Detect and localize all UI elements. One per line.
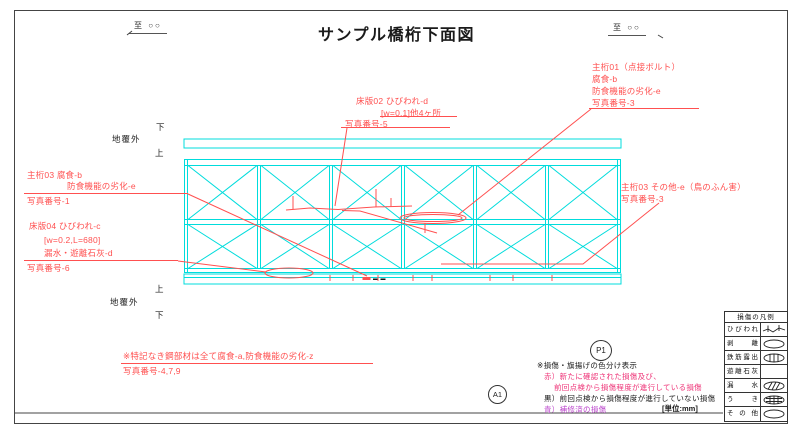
- ellipse-grid-hatch-icon: [761, 393, 787, 406]
- annotation-slab02-line1: 床版02 ひびわれ-d: [356, 96, 429, 106]
- annotation-slab02-line2: [w=0.1]他4ヶ所: [381, 108, 442, 118]
- damage-legend-table: 損傷の凡例 ひびわれ 剥離 鉄筋露出 遊離石灰 漏水: [724, 311, 788, 422]
- ellipse-icon: [761, 337, 787, 350]
- annotation-slab04-line2: [w=0.2,L=680]: [44, 235, 101, 245]
- legend-row-water-leak: 漏水: [725, 379, 787, 393]
- legend-label: 遊離石灰: [725, 365, 761, 378]
- color-note-heading: ※損傷・旗揚げの色分け表示: [537, 361, 638, 370]
- flag-line-slab02-b: [341, 127, 450, 128]
- edge-label-bottom-down: 下: [155, 310, 165, 320]
- legend-row-uki: うき: [725, 393, 787, 407]
- ellipse-vertical-hatch-icon: [761, 351, 787, 364]
- annotation-slab04-line1: 床版04 ひびわれ-c: [29, 221, 101, 231]
- blank-symbol: [761, 365, 787, 378]
- flag-line-girder01: [589, 108, 699, 109]
- ellipse-icon: [761, 407, 787, 421]
- edge-label-top-up: 上: [155, 148, 165, 158]
- annotation-slab04-line3: 漏水・遊離石灰-d: [44, 248, 113, 258]
- general-note-line2: 写真番号-4,7,9: [123, 366, 181, 376]
- color-note-red1: 赤）新たに確認された損傷及び、: [544, 372, 661, 381]
- general-note-line1: ※特記なき鋼部材は全て腐食-a,防食機能の劣化-z: [123, 351, 314, 361]
- legend-label: 剥離: [725, 337, 761, 350]
- annotation-girder01-line2: 腐食-b: [592, 74, 618, 84]
- direction-label-right: 至 ○○: [608, 22, 646, 36]
- legend-row-rebar-exposure: 鉄筋露出: [725, 351, 787, 365]
- annotation-girder03-left-line1: 主桁03 腐食-b: [27, 170, 83, 180]
- annotation-girder03-left-line3: 写真番号-1: [27, 196, 70, 206]
- legend-label: 漏水: [725, 379, 761, 392]
- pier-balloon: P1: [590, 340, 612, 361]
- edge-label-top-outside: 地覆外: [112, 134, 141, 144]
- legend-label: その他: [725, 407, 761, 421]
- legend-row-other: その他: [725, 407, 787, 421]
- page-title: サンプル橋桁下面図: [318, 27, 476, 44]
- direction-label-left: 至 ○○: [129, 20, 167, 34]
- annotation-girder03-right-line2: 写真番号-3: [621, 194, 664, 204]
- legend-label: うき: [725, 393, 761, 406]
- abutment-balloon: A1: [488, 385, 507, 404]
- crack-line-icon: [761, 323, 787, 336]
- legend-row-crack: ひびわれ: [725, 323, 787, 337]
- color-note-black1: 黒）前回点検から損傷程度が進行していない損傷: [544, 394, 716, 403]
- sheet-border: [14, 10, 788, 424]
- legend-label: ひびわれ: [725, 323, 761, 336]
- annotation-girder01-line1: 主桁01（点接ボルト）: [592, 62, 681, 72]
- color-note-blue1: 青）補修済の損傷: [544, 405, 607, 414]
- legend-row-free-lime: 遊離石灰: [725, 365, 787, 379]
- flag-line-girder03-left: [24, 193, 188, 194]
- flag-line-slab02-a: [380, 116, 457, 117]
- annotation-girder03-right-line1: 主桁03 その他-e（鳥のふん害）: [621, 182, 746, 192]
- annotation-slab04-line4: 写真番号-6: [27, 263, 70, 273]
- ellipse-diagonal-hatch-icon: [761, 379, 787, 392]
- annotation-girder03-left-line2: 防食機能の劣化-e: [67, 181, 136, 191]
- annotation-girder01-line4: 写真番号-3: [592, 98, 635, 108]
- annotation-girder01-line3: 防食機能の劣化-e: [592, 86, 661, 96]
- edge-label-bottom-up: 上: [155, 284, 165, 294]
- flag-line-general-note: [121, 363, 373, 364]
- color-note-red2: 前回点検から損傷程度が進行している損傷: [554, 383, 702, 392]
- legend-row-peeling: 剥離: [725, 337, 787, 351]
- legend-label: 鉄筋露出: [725, 351, 761, 364]
- edge-label-bottom-outside: 地覆外: [110, 297, 139, 307]
- legend-title: 損傷の凡例: [725, 312, 787, 323]
- unit-label: [単位:mm]: [662, 404, 698, 413]
- flag-line-slab04: [24, 260, 178, 261]
- edge-label-top-down: 下: [156, 122, 166, 132]
- annotation-slab02-line3: 写真番号-5: [345, 119, 388, 129]
